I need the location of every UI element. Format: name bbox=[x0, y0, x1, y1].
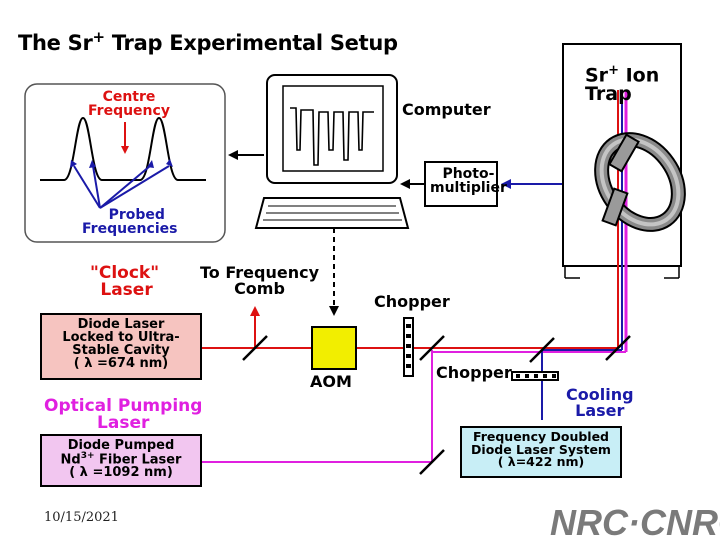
probed-frequency-arrows bbox=[73, 165, 170, 209]
chopper-vertical bbox=[403, 317, 414, 377]
spectrum-panel bbox=[24, 83, 226, 243]
doubled-laser-box: Frequency Doubled Diode Laser System ( λ… bbox=[460, 426, 622, 478]
ion-trap-label: Sr+ Ion Trap bbox=[585, 63, 660, 106]
computer-label: Computer bbox=[402, 100, 491, 119]
fiber-laser-box: Diode Pumped Nd3+ Fiber Laser ( λ =1092 … bbox=[40, 434, 202, 487]
logo-text: NRC·CNRC bbox=[550, 502, 720, 540]
screen-trace bbox=[290, 107, 374, 166]
display-arrow bbox=[228, 150, 238, 160]
chopper-horizontal bbox=[511, 371, 559, 381]
photomultiplier-box bbox=[424, 161, 498, 207]
aom-box bbox=[311, 326, 357, 370]
chopper-bottom-label: Chopper bbox=[436, 363, 512, 382]
date-footer: 10/15/2021 bbox=[44, 510, 119, 525]
clock-laser-label: "Clock"Laser bbox=[90, 263, 160, 300]
page-title: The Sr+ Trap Experimental Setup bbox=[18, 28, 398, 55]
endcap-electrodes bbox=[601, 133, 640, 227]
chopper-top-label: Chopper bbox=[374, 292, 450, 311]
nrc-cnrc-logo: NRC·CNRC bbox=[550, 502, 720, 540]
spectrum-peaks bbox=[40, 116, 206, 181]
photomultiplier-label: Photo-multiplier bbox=[430, 166, 507, 196]
fluorescence-arrow bbox=[501, 179, 511, 189]
diode-laser-box: Diode Laser Locked to Ultra- Stable Cavi… bbox=[40, 313, 202, 380]
pmt-to-computer-arrow bbox=[400, 179, 410, 189]
mirrors bbox=[242, 335, 631, 475]
aom-label: AOM bbox=[310, 372, 352, 391]
